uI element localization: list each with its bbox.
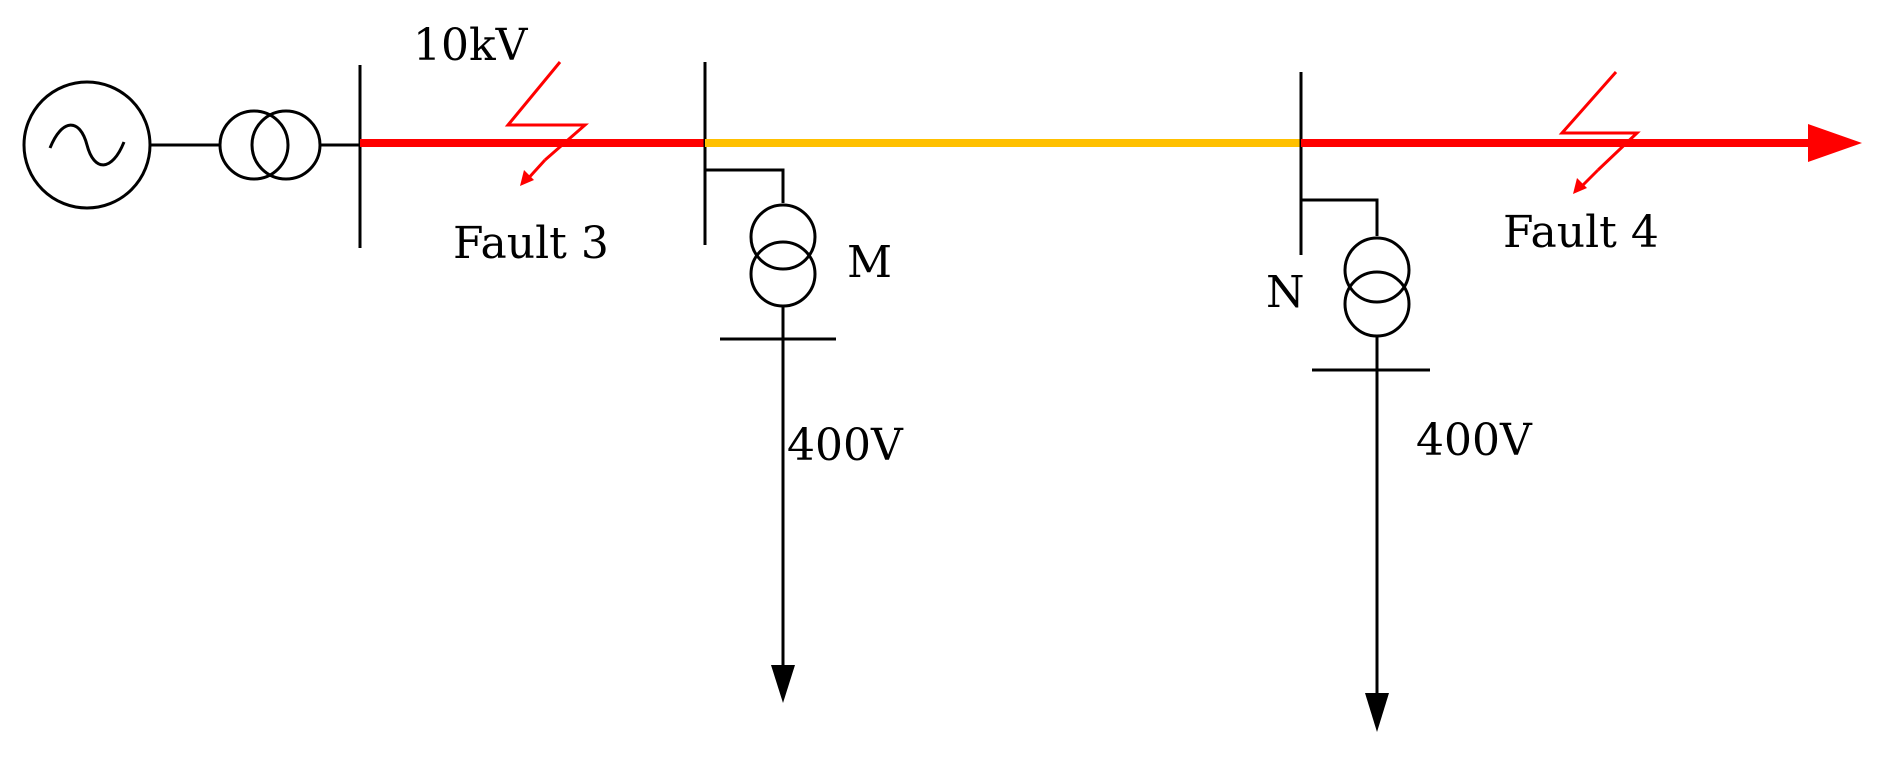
transformer-m-icon <box>749 203 817 308</box>
branch-n-link <box>1301 198 1379 236</box>
fault-4-lightning-icon <box>1558 71 1641 194</box>
load-voltage-n-label: 400V <box>1416 415 1533 466</box>
source-voltage-label: 10kV <box>413 20 529 71</box>
node-n-label: N <box>1266 267 1305 318</box>
feeder-arrow-icon <box>1808 124 1862 162</box>
branch-m-link <box>705 168 785 203</box>
fault-3-lightning-icon <box>504 61 589 186</box>
node-m-label: M <box>847 237 892 288</box>
main-transformer-icon <box>218 109 322 181</box>
fault-3-label: Fault 3 <box>453 218 609 269</box>
fault-4-label: Fault 4 <box>1503 207 1659 258</box>
load-n-arrow-icon <box>1365 693 1389 732</box>
load-m-arrow-icon <box>771 665 795 703</box>
load-voltage-m-label: 400V <box>787 420 904 471</box>
transformer-n-icon <box>1343 236 1411 338</box>
ac-generator-icon <box>22 80 152 210</box>
